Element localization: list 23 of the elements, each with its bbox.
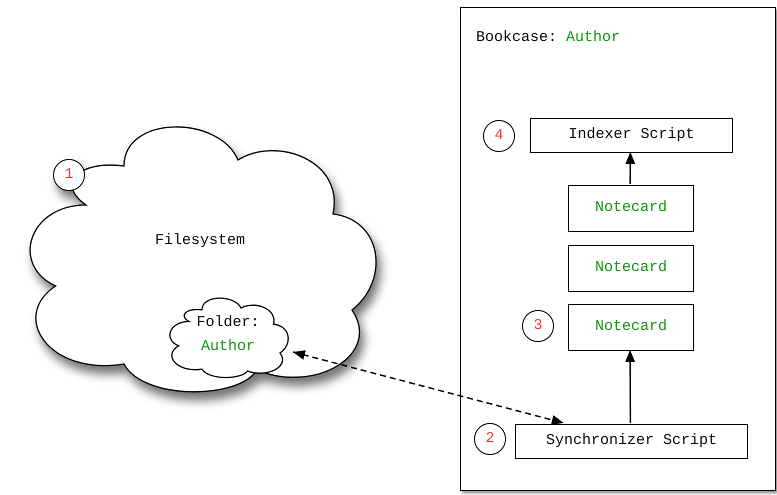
node-label: Notecard <box>594 258 667 278</box>
node-label: Notecard <box>594 317 667 338</box>
process-box <box>568 245 694 292</box>
arrow <box>625 152 636 184</box>
frame-title: Author <box>566 28 620 48</box>
process-box <box>515 424 748 459</box>
container-frame <box>460 7 776 491</box>
node-label: Notecard <box>594 198 667 218</box>
frame-title: Bookcase: <box>476 28 558 48</box>
node-label: Synchronizer Script <box>546 431 718 452</box>
node-label: Filesystem <box>154 231 245 251</box>
process-box <box>530 118 733 153</box>
callout-number: 4 <box>494 126 504 146</box>
process-box <box>568 304 694 351</box>
callout-number: 3 <box>533 316 542 336</box>
callout-number: 1 <box>64 164 74 185</box>
arrow <box>292 350 564 425</box>
callout-number: 2 <box>485 428 494 449</box>
arrow <box>625 350 636 423</box>
node-label: Indexer Script <box>568 125 695 146</box>
node-label: Author <box>200 337 255 357</box>
process-box <box>568 185 694 232</box>
node-label: Folder: <box>196 313 260 333</box>
